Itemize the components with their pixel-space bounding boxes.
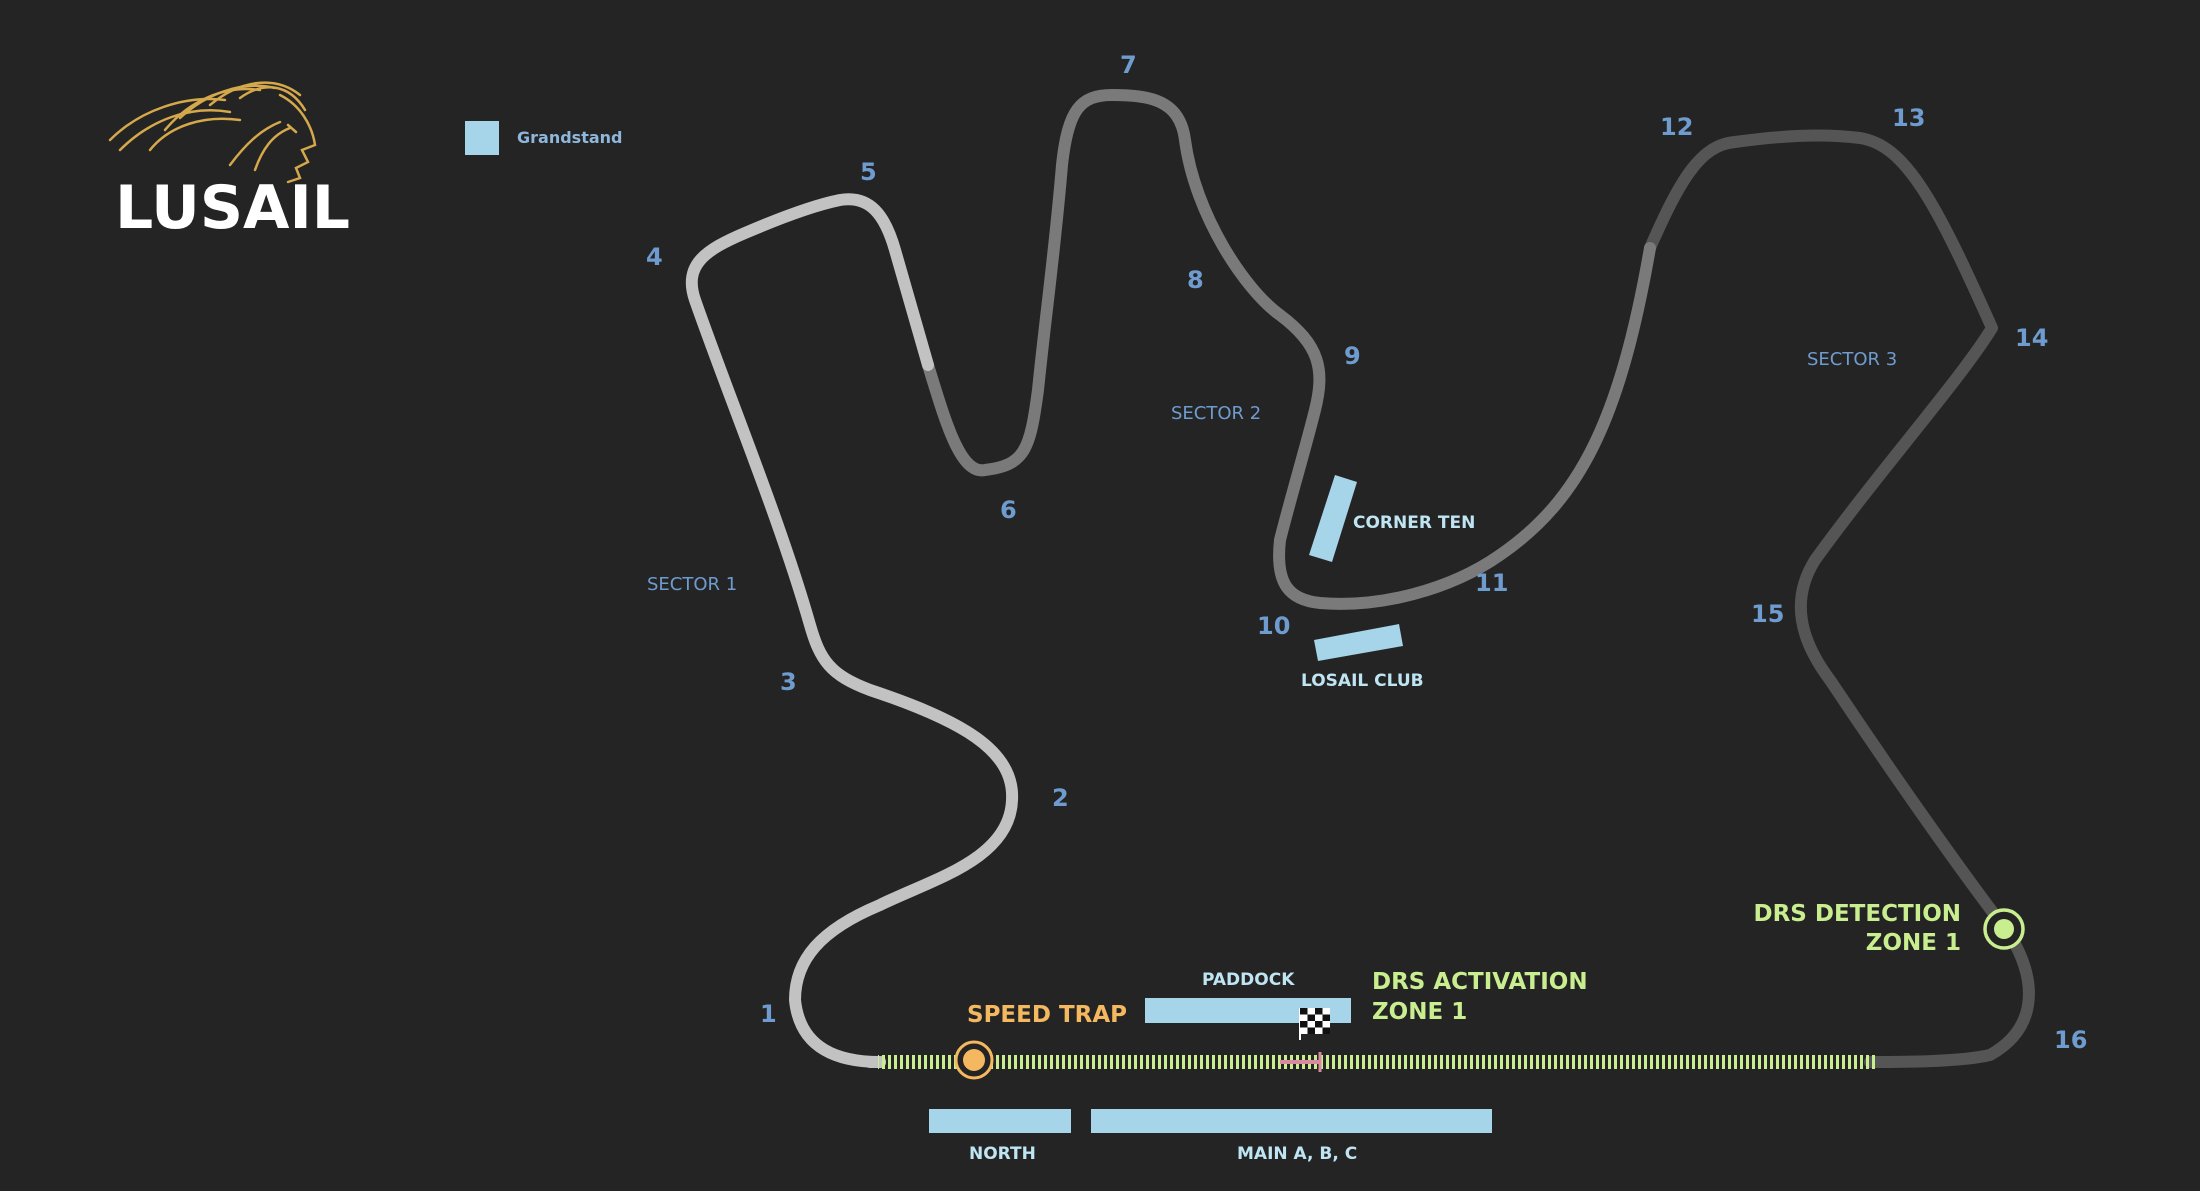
grandstand-losail-club-block <box>1314 624 1403 661</box>
turn-1-label: 1 <box>760 1000 777 1028</box>
turn-16-label: 16 <box>2054 1026 2087 1054</box>
turn-12-label: 12 <box>1660 113 1693 141</box>
drs-detection-dot <box>1994 919 2014 939</box>
checkered-flag-icon <box>1299 1008 1330 1040</box>
drs-activation-label-line2: ZONE 1 <box>1372 999 1467 1025</box>
grandstand-losail-club: LOSAIL CLUB <box>1301 624 1424 691</box>
legend: Grandstand <box>465 121 622 155</box>
turn-7-label: 7 <box>1120 51 1137 79</box>
track-sector-2 <box>922 89 1656 610</box>
speed-trap-dot <box>963 1049 985 1071</box>
grandstand-corner-ten-block <box>1309 475 1357 562</box>
turn-5-label: 5 <box>860 158 877 186</box>
drs-detection-zone-1: DRS DETECTION ZONE 1 <box>1753 901 2025 956</box>
legend-label: Grandstand <box>517 128 622 147</box>
drs-detection-label-line2: ZONE 1 <box>1866 930 1961 956</box>
drs-activation-label-line1: DRS ACTIVATION <box>1372 969 1588 995</box>
grandstand-main-label: MAIN A, B, C <box>1237 1144 1357 1164</box>
turn-14-label: 14 <box>2015 324 2048 352</box>
lion-head-icon <box>108 81 317 184</box>
grandstand-north: NORTH <box>929 1109 1071 1164</box>
track-sector-1 <box>685 193 1019 1068</box>
grandstand-legend-swatch <box>465 121 499 155</box>
grandstand-losail-club-label: LOSAIL CLUB <box>1301 671 1424 691</box>
turn-10-label: 10 <box>1257 612 1290 640</box>
turn-3-label: 3 <box>780 668 797 696</box>
lusail-logo: LUSAIL <box>108 81 350 243</box>
turn-15-label: 15 <box>1751 600 1784 628</box>
grandstand-main-block <box>1091 1109 1492 1133</box>
turn-8-label: 8 <box>1187 266 1204 294</box>
drs-detection-label-line1: DRS DETECTION <box>1753 901 1961 927</box>
grandstand-north-block <box>929 1109 1071 1133</box>
drs-zone-1 <box>878 1055 1876 1069</box>
turn-6-label: 6 <box>1000 496 1017 524</box>
sector-2-label: SECTOR 2 <box>1171 403 1261 424</box>
turn-9-label: 9 <box>1344 342 1361 370</box>
turn-2-label: 2 <box>1052 784 1069 812</box>
turn-11-label: 11 <box>1475 569 1508 597</box>
grandstand-corner-ten: CORNER TEN <box>1309 475 1475 562</box>
track-sector-3 <box>1644 129 2035 1068</box>
grandstand-main: MAIN A, B, C <box>1091 1109 1492 1164</box>
grandstand-corner-ten-label: CORNER TEN <box>1353 513 1475 533</box>
speed-trap-label: SPEED TRAP <box>967 1002 1127 1028</box>
sector-3-label: SECTOR 3 <box>1807 349 1897 370</box>
turn-4-label: 4 <box>646 243 663 271</box>
speed-trap: SPEED TRAP <box>954 1002 1127 1080</box>
paddock-label: PADDOCK <box>1202 970 1295 990</box>
turn-13-label: 13 <box>1892 104 1925 132</box>
logo-text: LUSAIL <box>115 173 350 243</box>
drs-activation-zone-1: DRS ACTIVATION ZONE 1 <box>1372 969 1588 1025</box>
grandstand-north-label: NORTH <box>969 1144 1036 1164</box>
sector-1-label: SECTOR 1 <box>647 574 737 595</box>
